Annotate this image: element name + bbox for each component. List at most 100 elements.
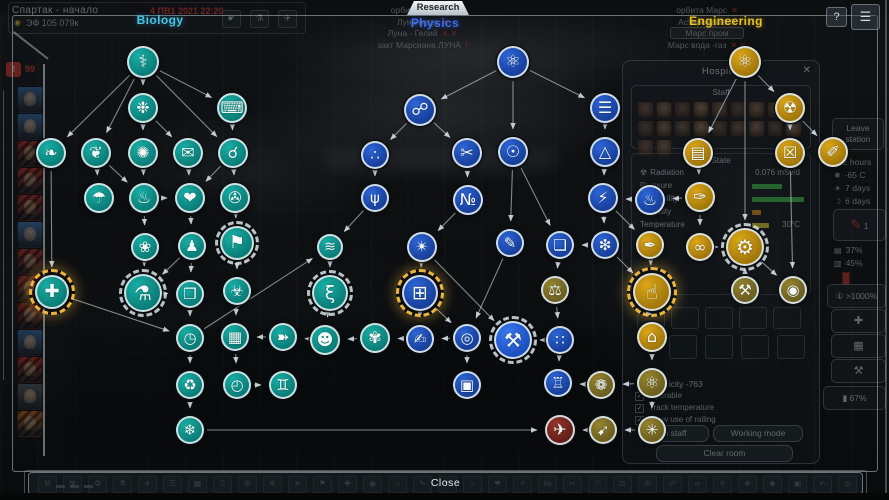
robotics-node[interactable]: ♖ [544,369,572,397]
atomic-physics-node[interactable]: ✴ [407,232,437,262]
working-mode-button: Working mode [713,425,803,442]
hazard-warning-node[interactable]: △ [590,137,620,167]
perpetual-systems-node[interactable]: ∞ [686,233,714,261]
menu-button[interactable]: ☰ [851,4,880,30]
help-button[interactable]: ? [826,7,847,27]
biotechnology-node[interactable]: ❉ [128,93,158,123]
pharmacology-node[interactable]: ✇ [220,183,250,213]
microbiology-node[interactable]: ☣ [223,277,251,305]
power-drills-node[interactable]: ⚡ [588,183,618,213]
pharmacology-icon: ✇ [228,188,242,207]
remote-control-node[interactable]: ☝ [627,267,677,317]
workstations-icon: ✍ [413,329,427,348]
balance-systems-node[interactable]: ⚖ [541,276,569,304]
synthetic-resources-node[interactable]: ❁ [587,371,615,399]
cryogenics-node[interactable]: ❄ [176,416,204,444]
demolition-node[interactable]: ⚒ [731,276,759,304]
connectors-node[interactable]: ψ [361,184,389,212]
drilling-node[interactable]: ✑ [685,182,715,212]
rocketry-node[interactable]: ✈ [545,415,575,445]
planetology-node[interactable]: ☉ [498,137,528,167]
thrusters-node[interactable]: ➹ [589,416,617,444]
microprocessors-node[interactable]: ⊞ [396,269,444,317]
botany-node[interactable]: ❦ [81,138,111,168]
agronomy-node[interactable]: ❧ [36,138,66,168]
room-checkbox: ✓Track temperature [635,403,715,413]
herbology-node[interactable]: ❀ [131,233,159,261]
scheduling-node[interactable]: ◷ [176,324,204,352]
gene-analysis-node[interactable]: ☌ [218,138,248,168]
sonic-tools-node[interactable]: ✐ [818,137,848,167]
fast-learning-node[interactable]: ➽ [269,323,297,351]
metallurgy-node[interactable]: ▤ [683,138,713,168]
power-core-node[interactable]: ⚙ [721,223,769,271]
chemistry-node[interactable]: ⚗ [119,269,167,317]
particle-physics-node[interactable]: ∴ [361,141,389,169]
cooling-systems-node[interactable]: ✳ [638,416,666,444]
close-button[interactable]: Close [28,472,863,495]
advanced-tools-node[interactable]: ⚒ [489,316,537,364]
polymer-tape-node[interactable]: ≋ [317,234,343,260]
crew-pairing-node[interactable]: ♊ [269,371,297,399]
tab-engineering[interactable]: Engineering [689,14,763,28]
solar-cells-node[interactable]: ❏ [546,231,574,259]
tab-physics[interactable]: Physics [410,16,460,30]
colonist-avatar [17,356,43,383]
dna-sequencing-node[interactable]: ξ [307,270,353,316]
composite-layers-node[interactable]: ☰ [590,93,620,123]
team-networking-node[interactable]: ∷ [546,326,574,354]
communications-node[interactable]: ☍ [404,94,436,126]
engineering-core-node[interactable]: ⚛ [729,46,761,78]
construction-node[interactable]: ⌂ [637,322,667,352]
nuclear-engineering-node[interactable]: ⚛ [637,368,667,398]
mission-item: Астероиды БП [678,16,736,27]
state-bar [752,197,804,202]
seed-storage-icon: ✉ [181,143,195,162]
particle-scattering-node[interactable]: ❇ [591,231,619,259]
precision-injectors-node[interactable]: ✒ [636,231,664,259]
food-science-node[interactable]: ✺ [128,138,158,168]
expeditions-node[interactable]: ⚑ [215,221,259,265]
chemistry-icon: ⚗ [134,281,152,305]
medical-kits-node[interactable]: ❒ [176,280,204,308]
workstations-node[interactable]: ✍ [406,325,434,353]
vr-training-node[interactable]: ◎ [453,324,481,352]
colony-info-panel [8,2,306,34]
sanitation-node[interactable]: ♻ [176,371,204,399]
thermal-suits-node[interactable]: ♨ [635,185,665,215]
cooking-node[interactable]: ♨ [129,183,159,213]
metrology-node[interactable]: № [453,185,483,215]
fast-learning-icon: ➽ [276,327,290,346]
radiation-shielding-node[interactable]: ☢ [775,93,805,123]
documentation-node[interactable]: ✎ [496,229,524,257]
tab-biology[interactable]: Biology [136,13,184,27]
thermal-suits-icon: ♨ [642,190,658,209]
textiles-node[interactable]: ✂ [452,138,482,168]
seed-storage-node[interactable]: ✉ [173,138,203,168]
staff-portrait [637,139,654,156]
lab-computing-node[interactable]: ⌨ [217,93,247,123]
neurology-node[interactable]: ✾ [360,323,390,353]
notification-icon: ☛ [222,10,241,28]
research-tab[interactable]: Research [407,1,469,15]
psychology-node[interactable]: ☻ [310,325,340,355]
human-biology-node[interactable]: ♟ [178,232,206,260]
training-board-node[interactable]: ▦ [221,323,249,351]
atomic-physics-icon: ✴ [415,237,429,256]
healthcare-node[interactable]: ❤ [175,183,205,213]
composite-layers-icon: ☰ [597,98,613,117]
staff-portrait [637,120,654,137]
automation-node[interactable]: ▣ [453,371,481,399]
vr-training-icon: ◎ [460,328,474,347]
coin-icon: ◉ [14,18,21,27]
targeting-systems-node[interactable]: ◉ [779,276,807,304]
genetics-research-node[interactable]: ⚕ [127,46,159,78]
fungiculture-node[interactable]: ☂ [84,183,114,213]
psychology-icon: ☻ [316,330,334,349]
radiation-containers-node[interactable]: ☒ [775,138,805,168]
physics-core-node[interactable]: ⚛ [497,46,529,78]
time-management-node[interactable]: ◴ [223,371,251,399]
engineering-core-icon: ⚛ [737,51,753,72]
immunology-node[interactable]: ✚ [29,269,75,315]
